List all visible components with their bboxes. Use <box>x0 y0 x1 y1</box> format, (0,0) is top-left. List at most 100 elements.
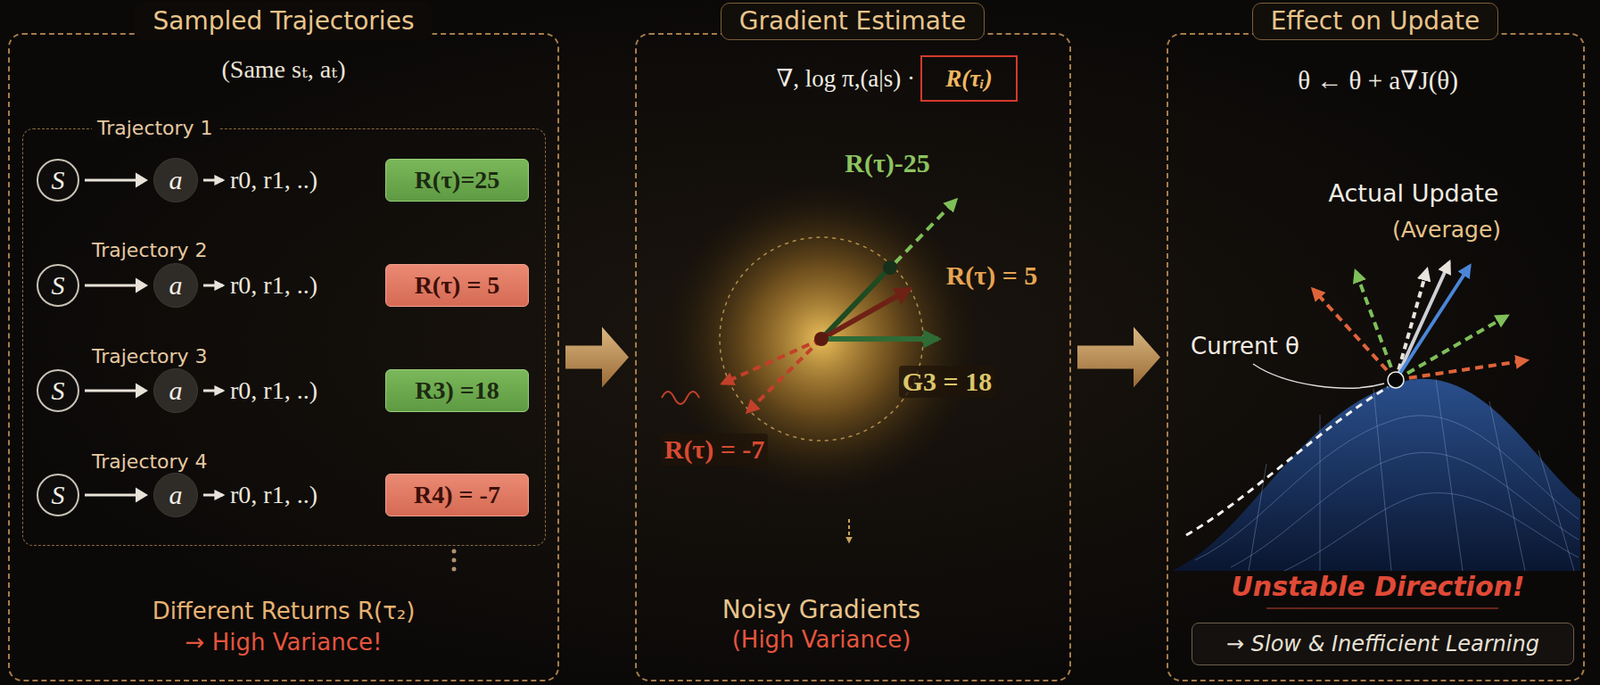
gradient-arrow <box>722 338 822 384</box>
panel-heading: Sampled Trajectories <box>134 2 434 41</box>
loss-landscape <box>1171 262 1581 571</box>
trajectory-label: Trajectory 2 <box>91 239 208 263</box>
arrow-line <box>84 389 140 393</box>
dot <box>882 260 898 275</box>
node-text: R(τ)=25 <box>414 164 501 196</box>
reward-arrows <box>203 180 223 495</box>
dot <box>452 549 457 554</box>
mesh-line <box>1319 414 1321 571</box>
arrow <box>203 494 223 497</box>
panel: Sampled Trajectories(Same sₜ, aₜ)Differe… <box>8 32 560 682</box>
return-box: R(τ)=25 <box>385 158 529 202</box>
mesh-line <box>1373 388 1392 571</box>
connector <box>1077 327 1161 388</box>
trajectory-label: Trajectory 4 <box>91 450 208 474</box>
update-arrow <box>1312 288 1396 380</box>
arrow <box>203 179 223 182</box>
node-text: S <box>51 374 66 407</box>
gradient-arrow <box>747 338 822 413</box>
connector <box>84 487 149 504</box>
note-box: → Slow & Inefficient Learning <box>1191 622 1575 666</box>
arrowhead <box>135 487 149 504</box>
caption-text: Noisy Gradients <box>722 594 921 626</box>
connector <box>84 173 149 189</box>
arrow-line <box>84 179 140 182</box>
origin-dot <box>814 331 829 347</box>
pointer-arrow <box>848 519 850 543</box>
action-circle: a <box>153 157 198 203</box>
panel: Gradient Estimate∇, log π,(a|s) ·Noisy G… <box>635 32 1072 682</box>
state-circle: S <box>36 473 80 517</box>
state-circle: S <box>36 369 80 413</box>
node-text: R(τᵢ) <box>945 64 993 93</box>
arrowhead <box>135 173 149 189</box>
arrowhead <box>135 383 149 399</box>
trajectory-label: Trajectory 3 <box>91 345 208 369</box>
node-text: a <box>169 374 183 407</box>
return-box: R3) =18 <box>385 369 529 413</box>
node-text: a <box>169 478 183 512</box>
gradient-illustration <box>661 182 978 543</box>
leader-line <box>1253 363 1385 388</box>
reward-sequence: r0, r1, ..) <box>230 375 318 406</box>
arrow-line <box>84 284 140 288</box>
reward-sequence: r0, r1, ..) <box>230 270 318 301</box>
mesh-line <box>1230 452 1579 568</box>
arrow <box>203 389 223 393</box>
mesh-line <box>1248 463 1267 571</box>
gradient-label: R(τ) = 5 <box>946 259 1039 292</box>
formula: θ ← θ + a∇J(θ) <box>1297 65 1459 97</box>
current-point <box>1387 371 1404 388</box>
node-text: S <box>51 164 66 197</box>
annotation: Current θ <box>1190 332 1300 361</box>
return-box: R(τ) = 5 <box>385 263 529 307</box>
caption-text: (High Variance) <box>732 626 912 654</box>
gradient-label: R(τ) = -7 <box>660 433 769 466</box>
mesh-line <box>1538 450 1575 571</box>
node-text: R3) =18 <box>414 375 500 406</box>
subtitle: (Same sₜ, aₜ) <box>222 54 347 85</box>
surface <box>1171 379 1581 571</box>
node-text: → Slow & Inefficient Learning <box>1226 631 1540 658</box>
connector <box>565 327 629 388</box>
note-text: → High Variance! <box>185 628 383 657</box>
node-text: R4) = -7 <box>413 479 501 511</box>
update-arrow <box>1395 265 1470 380</box>
return-box: R4) = -7 <box>385 473 529 517</box>
update-arrow <box>1355 271 1396 380</box>
mesh-line <box>1489 401 1526 571</box>
gradient-arrow <box>821 336 939 342</box>
descent-path <box>1186 387 1388 536</box>
flow-arrow <box>1077 327 1161 388</box>
update-arrow <box>1395 262 1450 380</box>
arrow-line <box>84 494 140 497</box>
panel-heading: Gradient Estimate <box>720 2 985 41</box>
mesh-line <box>1435 379 1463 571</box>
connector <box>84 383 149 399</box>
action-circle: a <box>153 472 198 518</box>
highlight-box: R(τᵢ) <box>920 55 1018 102</box>
state-circle: S <box>36 263 80 307</box>
panel-heading: Effect on Update <box>1252 2 1500 41</box>
underline <box>1266 607 1499 610</box>
node-text: R(τ) = 5 <box>414 270 501 301</box>
gradient-arrow <box>821 199 957 339</box>
state-circle: S <box>36 158 80 202</box>
dot <box>452 567 457 572</box>
reward-sequence: r0, r1, ..) <box>230 164 318 196</box>
mesh-line <box>1284 493 1579 571</box>
warning-text: Unstable Direction! <box>1230 570 1525 603</box>
ellipsis-dots <box>452 549 457 572</box>
gradient-label: G3 = 18 <box>898 365 996 398</box>
gradient-label: R(τ)-25 <box>844 147 930 180</box>
node-text: S <box>51 478 66 512</box>
node-text: a <box>169 269 183 302</box>
update-arrow <box>1395 360 1527 380</box>
node-text: S <box>51 269 66 302</box>
mesh-lines <box>1195 379 1579 571</box>
arrow <box>203 284 223 288</box>
note-text: Different Returns R(τ₂) <box>152 597 416 626</box>
annotation: Actual Update <box>1328 179 1500 208</box>
trajectory-label: Trajectory 1 <box>91 116 219 141</box>
